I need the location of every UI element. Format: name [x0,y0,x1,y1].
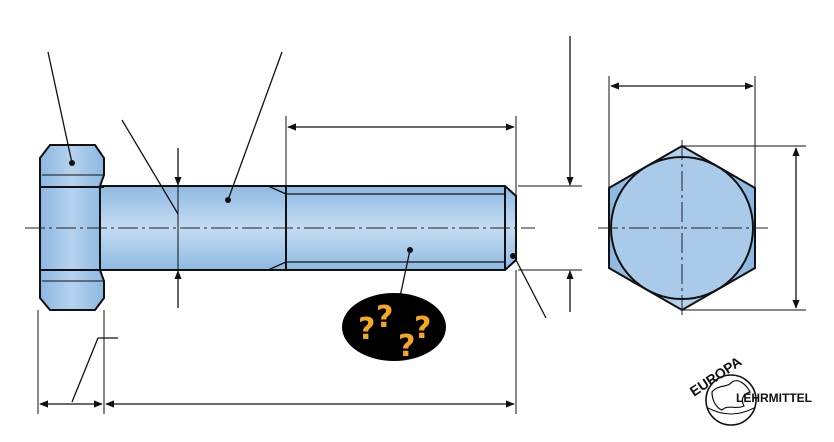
badge-question-1: ? [358,312,375,347]
dimension-lines [37,36,582,414]
thread-runout-bottom [267,261,287,271]
leader-end-dot [510,253,516,259]
logo-side-text: LEHRMITTEL [736,391,812,405]
leader-head-dot [69,160,75,166]
question-badge: ? ? ? ? [342,293,446,364]
leader-thread-dot [407,247,413,253]
bolt-side-view [25,144,535,311]
logo-globe-lat [707,407,755,415]
leader-head [47,51,73,164]
leader-shank-dot [225,197,231,203]
logo-globe-continents [711,380,751,411]
leader-lines [47,51,547,403]
leader-head-height [71,337,99,403]
leader-end [515,259,547,319]
badge-background [342,293,446,361]
europa-lehrmittel-logo: EUROPA LEHRMITTEL [687,353,812,426]
badge-question-4: ? [414,311,431,346]
badge-question-3: ? [398,329,415,364]
leader-diameter [121,119,179,215]
thread-runout-top [267,185,287,195]
bolt-end-view [598,76,806,318]
badge-question-2: ? [376,300,393,335]
leader-shank [227,51,283,201]
